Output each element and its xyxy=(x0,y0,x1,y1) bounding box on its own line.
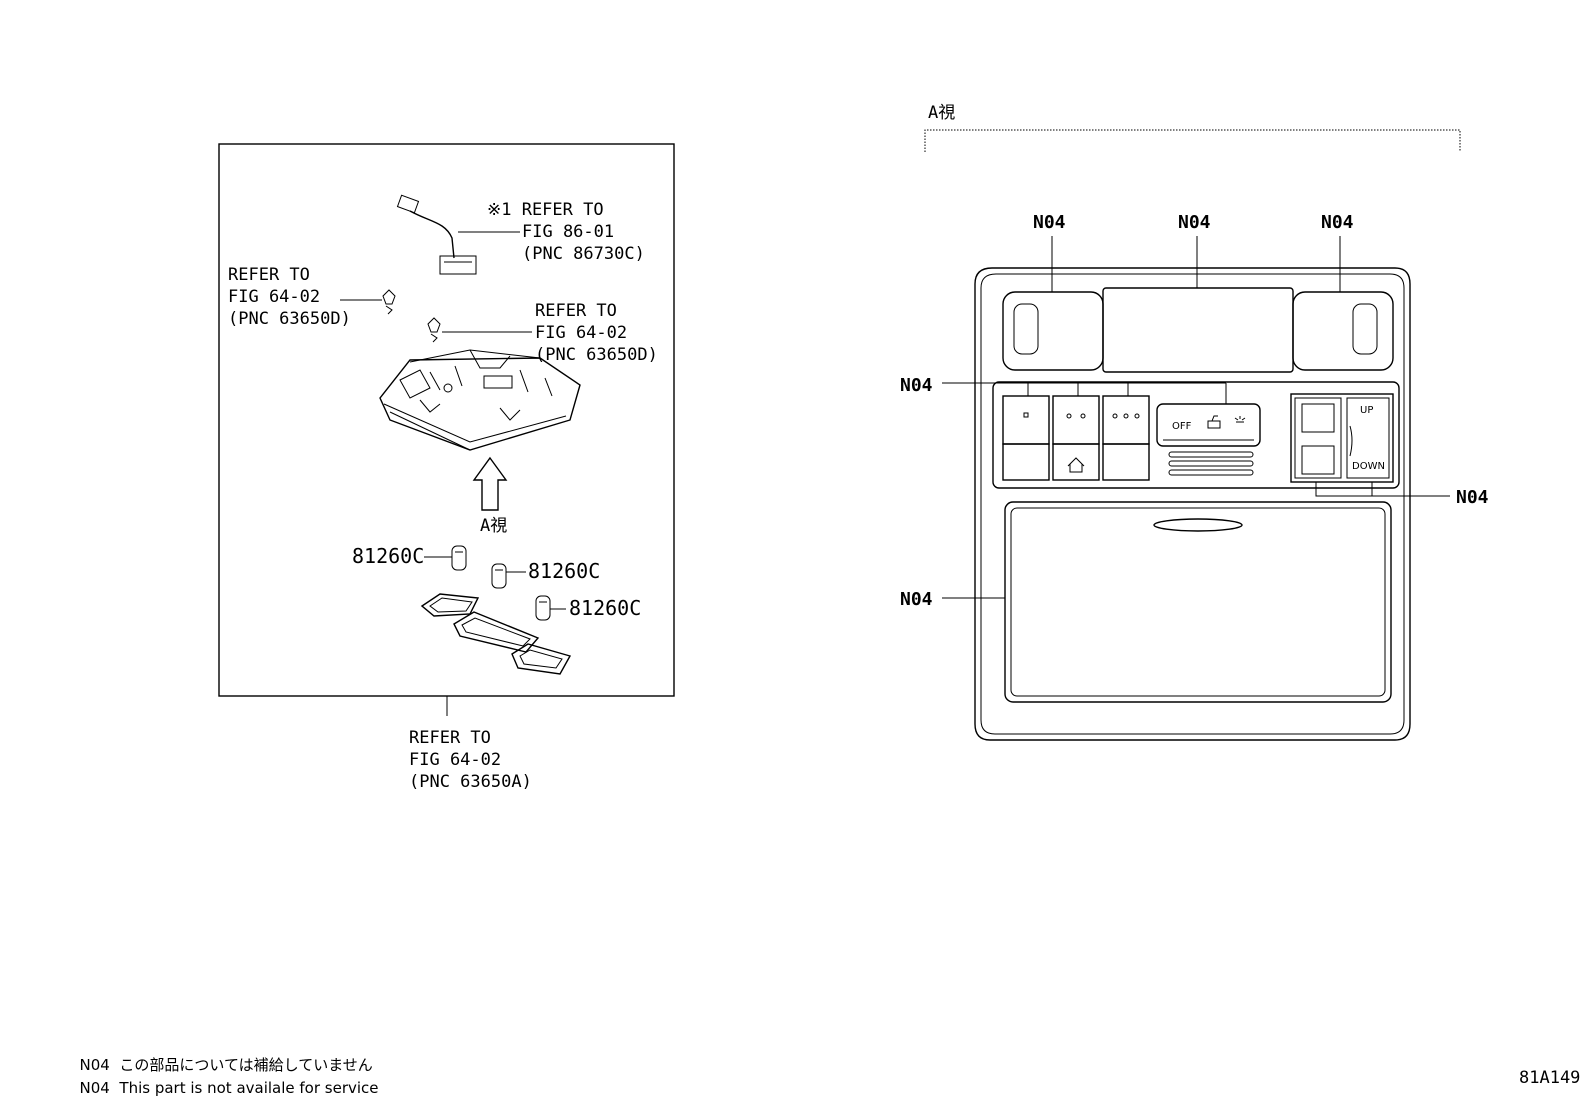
lamp-on-icon xyxy=(1234,416,1246,423)
callout-n04-door: N04 xyxy=(900,589,933,610)
map-lamp-left-window xyxy=(1013,303,1039,355)
figure-id: 81A149 xyxy=(1519,1068,1580,1088)
bulb-3-illustration xyxy=(535,595,551,621)
clip-right-illustration xyxy=(427,317,441,343)
homelink-indicator-2 xyxy=(1066,413,1086,419)
ref-lens-line1: REFER TO xyxy=(409,728,491,748)
ref-lens-line3: (PNC 63650A) xyxy=(409,772,532,792)
ref-lens-line2: FIG 64-02 xyxy=(409,750,501,770)
callout-n04-top-2: N04 xyxy=(1178,212,1211,233)
lens-set-illustration xyxy=(420,593,572,675)
callout-n04-top-3: N04 xyxy=(1321,212,1354,233)
homelink-button-3-lower xyxy=(1102,443,1150,481)
leader-n04-moonroof xyxy=(1315,482,1450,497)
leader-n04-buttons xyxy=(942,382,1227,404)
homelink-indicator-1 xyxy=(1023,412,1029,418)
moonroof-switch-divider xyxy=(1349,425,1353,457)
ref-wire-line3: (PNC 86730C) xyxy=(522,244,645,264)
home-icon xyxy=(1067,457,1085,473)
ref-wire-line1: ※1 REFER TO xyxy=(487,200,604,220)
console-outer-frame xyxy=(974,267,1411,741)
door-icon xyxy=(1207,415,1221,429)
wire-connector-illustration xyxy=(396,194,477,275)
homelink-button-3 xyxy=(1102,395,1150,445)
sunglass-holder-latch xyxy=(1153,518,1243,532)
ref-clip-left-line3: (PNC 63650D) xyxy=(228,309,351,329)
moonroof-tilt-upper xyxy=(1301,403,1335,433)
switch-panel xyxy=(992,381,1400,489)
homelink-button-1 xyxy=(1002,395,1050,445)
switch-up-label: UP xyxy=(1360,405,1373,416)
note-line-1: N04 この部品については補給していません xyxy=(70,1036,373,1075)
homelink-button-2 xyxy=(1052,395,1100,445)
bulb-2-illustration xyxy=(491,563,507,589)
map-lamp-right-window xyxy=(1352,303,1378,355)
view-a-bracket xyxy=(924,129,1461,152)
bulb-1-part-number: 81260C xyxy=(352,544,424,568)
dome-lamp-switch xyxy=(1156,403,1261,447)
moonroof-slide-switch xyxy=(1346,397,1390,479)
ref-clip-left-line2: FIG 64-02 xyxy=(228,287,320,307)
ref-clip-right-line2: FIG 64-02 xyxy=(535,323,627,343)
map-lamp-right xyxy=(1292,291,1394,371)
callout-n04-moonroof: N04 xyxy=(1456,487,1489,508)
callout-n04-top-1: N04 xyxy=(1033,212,1066,233)
bulb-2-part-number: 81260C xyxy=(528,559,600,583)
note-line-2: N04 This part is not availale for servic… xyxy=(70,1061,379,1097)
moonroof-switch-block xyxy=(1290,393,1394,483)
switch-off-label: OFF xyxy=(1172,421,1192,432)
homelink-indicator-3 xyxy=(1112,413,1140,419)
note-2-code: N04 xyxy=(79,1079,110,1097)
bulb-1-illustration xyxy=(451,545,467,571)
note-1-code: N04 xyxy=(79,1056,110,1074)
map-lamp-left xyxy=(1002,291,1104,371)
bulb-3-part-number: 81260C xyxy=(569,596,641,620)
note-2-text: This part is not availale for service xyxy=(119,1079,379,1097)
homelink-button-1-lower xyxy=(1002,443,1050,481)
center-lamp-lens xyxy=(1102,287,1294,373)
clip-left-illustration xyxy=(382,289,396,315)
sunglass-holder-door-inner xyxy=(1010,507,1386,697)
console-inner-frame xyxy=(980,273,1405,735)
ref-clip-right-line3: (PNC 63650D) xyxy=(535,345,658,365)
sunglass-holder-door xyxy=(1004,501,1392,703)
homelink-button-2-lower xyxy=(1052,443,1100,481)
callout-n04-buttons: N04 xyxy=(900,375,933,396)
view-arrow-label: A視 xyxy=(480,516,507,536)
vent-slots xyxy=(1168,451,1254,476)
ref-wire-line2: FIG 86-01 xyxy=(522,222,614,242)
switch-down-label: DOWN xyxy=(1352,461,1385,472)
view-arrow-icon xyxy=(472,456,508,511)
moonroof-tilt-lower xyxy=(1301,445,1335,475)
note-1-text: この部品については補給していません xyxy=(119,1056,373,1074)
ref-clip-right-line1: REFER TO xyxy=(535,301,617,321)
moonroof-tilt-switch xyxy=(1294,397,1342,479)
view-a-title: A視 xyxy=(928,103,955,123)
console-housing-illustration xyxy=(379,349,581,451)
ref-clip-left-line1: REFER TO xyxy=(228,265,310,285)
